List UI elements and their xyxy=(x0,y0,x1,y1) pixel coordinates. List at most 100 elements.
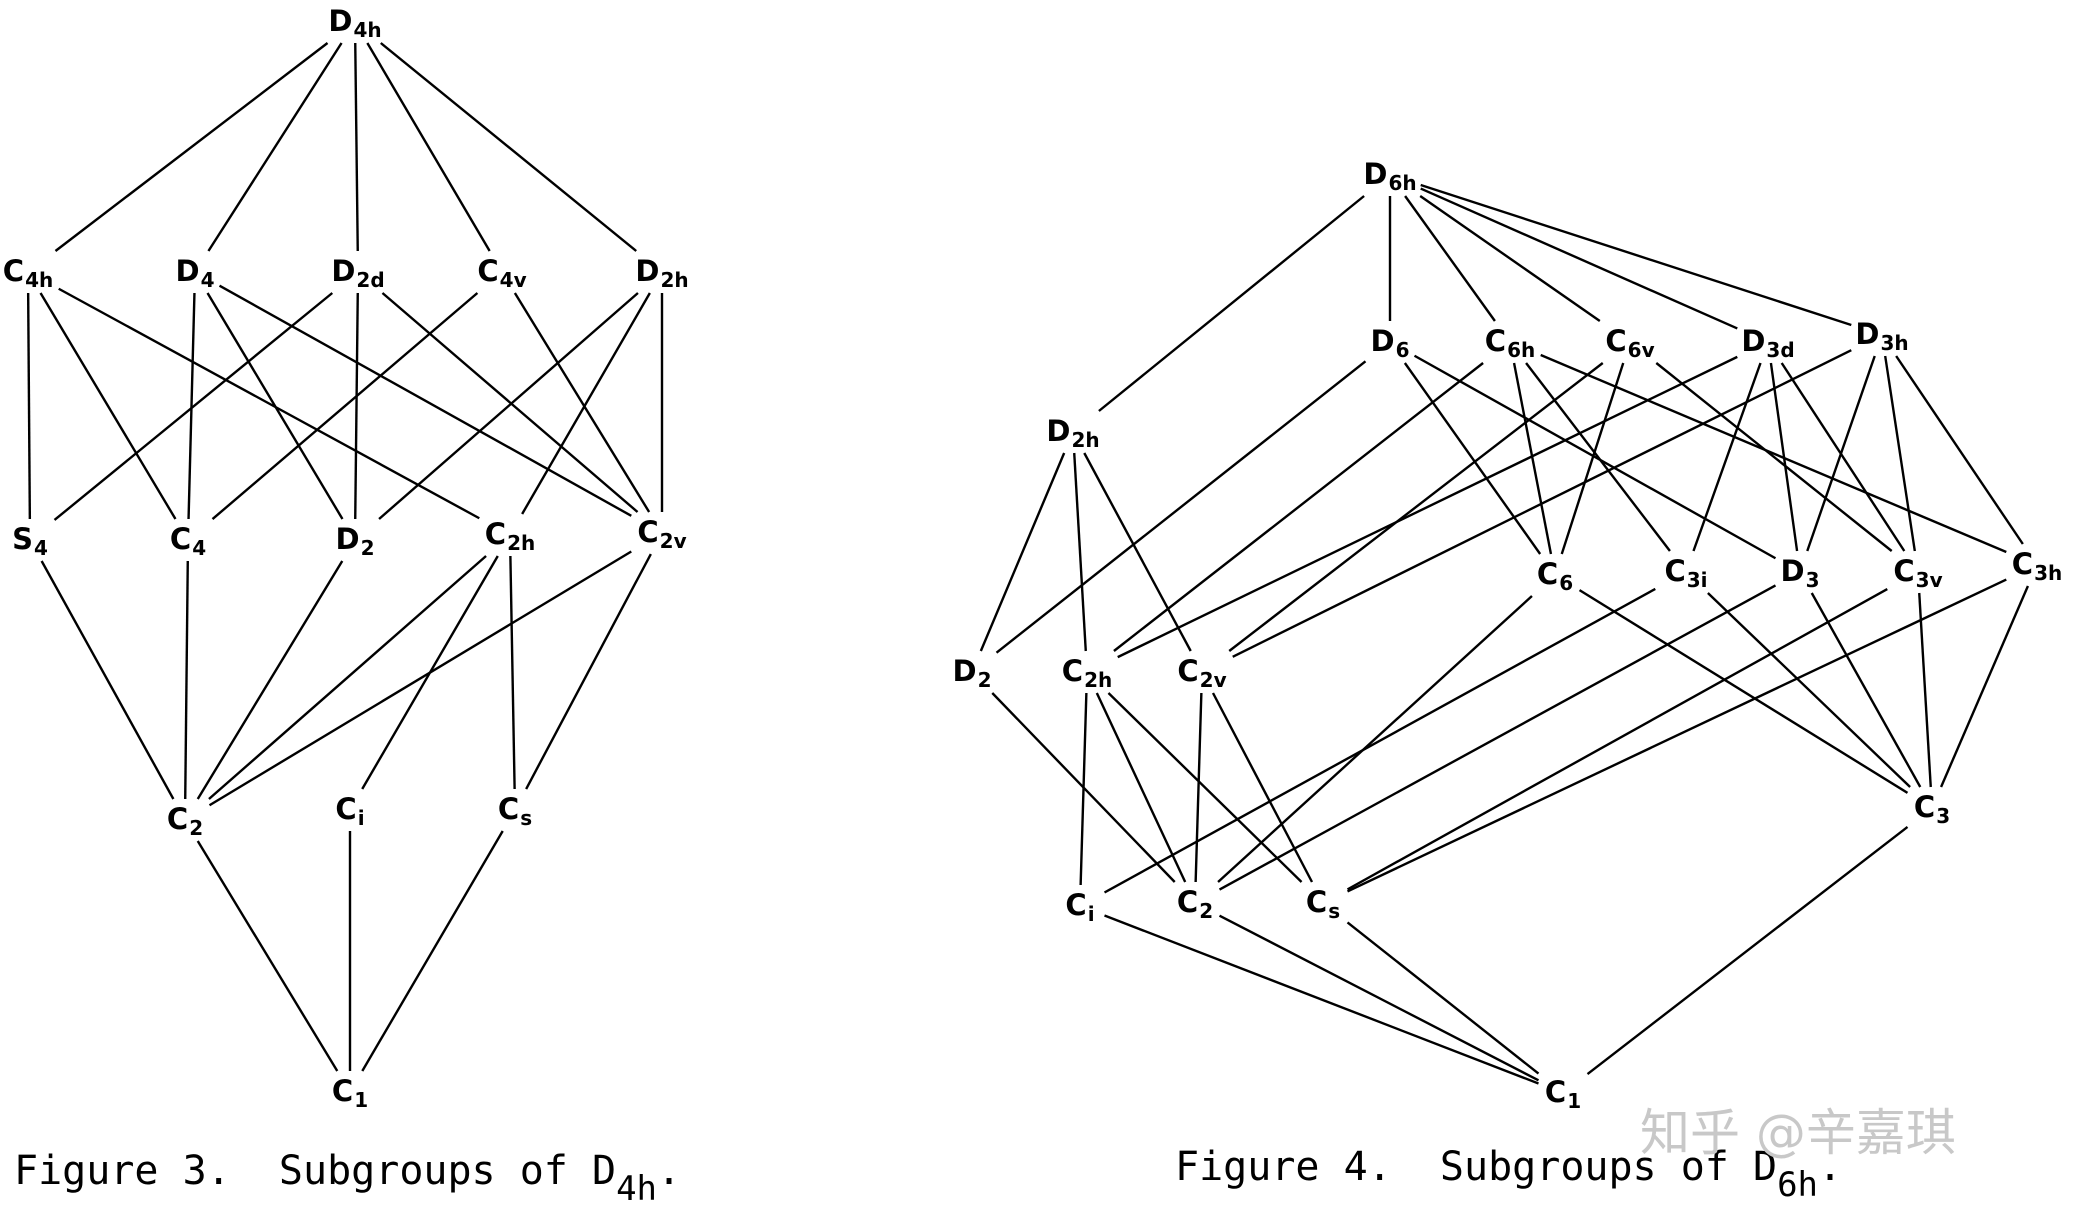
node-D3d: D3d xyxy=(1741,324,1794,362)
node-C6v: C6v xyxy=(1605,324,1654,362)
edge-C2-C1 xyxy=(1218,914,1540,1082)
edge-D3h-C3v xyxy=(1884,355,1916,552)
edge-D2d-D2 xyxy=(354,292,359,520)
watermark: 知乎 @辛嘉琪 xyxy=(1640,1104,1956,1162)
node-C2: C2 xyxy=(1177,885,1213,923)
edge-S4-C2 xyxy=(40,560,175,800)
figure-4-edges xyxy=(979,183,2030,1085)
edge-C4h-S4 xyxy=(26,292,32,520)
node-C2v: C2v xyxy=(637,515,686,553)
edge-C2h-Ci xyxy=(361,555,499,790)
figure-4-caption: Figure 4. Subgroups of D6h. xyxy=(1175,1144,1842,1205)
edge-D2h-D2 xyxy=(979,452,1066,652)
edge-D6-D2 xyxy=(995,360,1367,654)
node-C3v: C3v xyxy=(1893,554,1942,592)
node-D3: D3 xyxy=(1781,554,1820,592)
edge-C3i-C3 xyxy=(1707,592,1911,788)
node-D2h: D2h xyxy=(635,254,688,292)
edge-D3h-C2v xyxy=(1232,349,1852,658)
node-S4: S4 xyxy=(12,522,48,560)
edge-D2h-C2h xyxy=(521,292,651,515)
edge-C6h-C3h xyxy=(1540,353,2007,554)
edge-D3d-D3 xyxy=(1769,362,1799,552)
edge-D6-C6 xyxy=(1403,362,1542,555)
edge-Cs-C1 xyxy=(1346,921,1540,1075)
edge-C2h-Ci xyxy=(1079,692,1088,886)
edge-D4-C4 xyxy=(187,292,196,520)
node-C4v: C4v xyxy=(477,254,526,292)
node-D4h: D4h xyxy=(328,4,381,42)
edge-C3-C1 xyxy=(1586,825,1909,1076)
edge-D3h-D3 xyxy=(1806,355,1876,552)
edge-C6h-C6 xyxy=(1512,362,1553,555)
edge-D6h-D2h xyxy=(1098,195,1365,412)
node-Ci: Ci xyxy=(335,792,364,830)
edge-C2h-C2 xyxy=(1095,692,1187,883)
edge-D6-D3 xyxy=(1413,354,1777,560)
edge-C2v-C2 xyxy=(208,550,632,807)
node-D2d: D2d xyxy=(331,254,384,292)
edge-D6h-D3d xyxy=(1420,187,1738,330)
edge-D2h-D2 xyxy=(378,292,639,520)
edge-D3d-C3i xyxy=(1692,362,1762,552)
edge-C6-C3 xyxy=(1578,589,1909,794)
edge-C4h-C2h xyxy=(58,287,480,520)
edge-D2h-C2h xyxy=(1073,452,1087,652)
node-C2: C2 xyxy=(167,802,203,840)
node-D2: D2 xyxy=(953,654,992,692)
figure-3-edges xyxy=(26,42,664,1072)
node-C3h: C3h xyxy=(2012,547,2062,585)
node-C6h: C6h xyxy=(1485,324,1535,362)
edge-D3-C3 xyxy=(1810,592,1922,788)
edge-D2d-C2v xyxy=(381,292,639,513)
node-C4: C4 xyxy=(170,522,206,560)
edge-D4h-D2d xyxy=(354,42,359,252)
edge-C6h-C3i xyxy=(1525,362,1671,552)
node-D2: D2 xyxy=(336,522,375,560)
edge-C3v-C3 xyxy=(1918,592,1932,788)
figure-3-caption: Figure 3. Subgroups of D4h. xyxy=(14,1148,681,1209)
edge-C2v-Cs xyxy=(1211,692,1314,883)
edge-D6h-D3h xyxy=(1420,183,1852,327)
node-C1: C1 xyxy=(332,1074,368,1112)
edge-C6-C2 xyxy=(1217,595,1533,883)
edge-C6v-C6 xyxy=(1560,362,1625,555)
node-D6: D6 xyxy=(1371,324,1410,362)
edge-C2v-Cs xyxy=(525,553,652,790)
edge-D2h-C2v xyxy=(1083,452,1192,652)
edge-C2h-Cs xyxy=(509,555,516,790)
edge-Ci-C1 xyxy=(1104,914,1539,1085)
edge-D4-D2 xyxy=(206,292,344,520)
edge-D3d-C3v xyxy=(1780,362,1906,552)
edge-C4h-C4 xyxy=(39,292,177,520)
node-D3h: D3h xyxy=(1855,317,1908,355)
edge-D4h-C4h xyxy=(54,42,329,252)
node-Ci: Ci xyxy=(1065,888,1094,926)
edge-C4v-C2v xyxy=(513,292,651,513)
node-C2h: C2h xyxy=(1062,654,1112,692)
node-D2h: D2h xyxy=(1046,414,1099,452)
edge-C6h-C2h xyxy=(1113,362,1484,652)
edge-C3v-Cs xyxy=(1346,588,1888,891)
edge-C2-C1 xyxy=(196,840,339,1072)
node-C2v: C2v xyxy=(1177,654,1226,692)
edge-C3h-Cs xyxy=(1346,578,2007,893)
node-C1: C1 xyxy=(1545,1075,1581,1113)
edge-D4h-D2h xyxy=(380,42,637,252)
node-Cs: Cs xyxy=(498,792,532,830)
edge-C6v-C2v xyxy=(1228,362,1604,652)
node-C4h: C4h xyxy=(3,254,53,292)
node-C3: C3 xyxy=(1914,790,1950,828)
edge-C2v-C2 xyxy=(1194,692,1203,883)
edge-D3-C2 xyxy=(1218,584,1777,891)
node-D4: D4 xyxy=(176,254,215,292)
edge-D3h-C3h xyxy=(1895,355,2024,545)
edge-C6v-C3v xyxy=(1655,362,1893,552)
edge-Cs-C1 xyxy=(361,830,504,1072)
edge-D6h-C6h xyxy=(1404,195,1496,322)
node-C6: C6 xyxy=(1537,557,1573,595)
